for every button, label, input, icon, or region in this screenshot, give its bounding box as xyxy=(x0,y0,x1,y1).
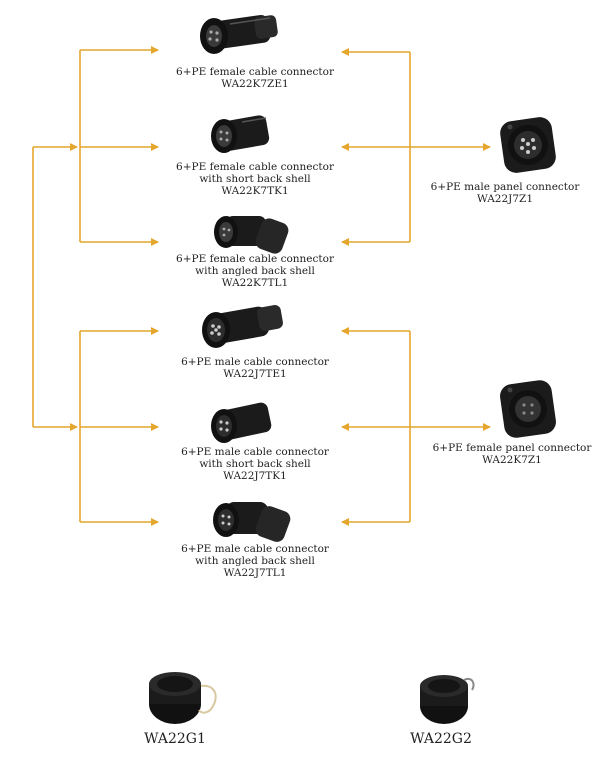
n5-line-2: with short back shell xyxy=(199,458,311,470)
male-panel-connector-icon xyxy=(500,117,556,173)
n4-line-2: WA22J7TE1 xyxy=(223,368,287,380)
node-label-p1: 6+PE male panel connector WA22J7Z1 xyxy=(420,181,590,205)
p2-line-2: WA22K7Z1 xyxy=(482,454,542,466)
angled-female-connector-icon xyxy=(214,216,289,254)
n5-line-3: WA22J7TK1 xyxy=(223,470,287,482)
n1-line-2: WA22K7ZE1 xyxy=(221,78,289,90)
n2-line-2: with short back shell xyxy=(199,173,311,185)
cap-label-g1: WA22G1 xyxy=(144,731,206,747)
n4-line-1: 6+PE male cable connector xyxy=(181,356,329,368)
female-panel-connector-icon xyxy=(500,380,556,438)
cable-cap-icon xyxy=(149,672,217,724)
n3-line-3: WA22K7TL1 xyxy=(221,277,289,289)
n1-line-1: 6+PE female cable connector xyxy=(176,66,334,78)
short-female-connector-icon xyxy=(211,115,270,153)
n6-line-2: with angled back shell xyxy=(195,555,315,567)
node-label-n1: 6+PE female cable connector WA22K7ZE1 xyxy=(170,66,340,90)
node-label-n4: 6+PE male cable connector WA22J7TE1 xyxy=(170,356,340,380)
p1-line-1: 6+PE male panel connector xyxy=(430,181,580,193)
node-label-n5: 6+PE male cable connector with short bac… xyxy=(170,446,340,482)
n3-line-2: with angled back shell xyxy=(195,265,315,277)
p1-line-2: WA22J7Z1 xyxy=(476,193,534,205)
n6-line-3: WA22J7TL1 xyxy=(223,567,287,579)
n2-line-3: WA22K7TK1 xyxy=(221,185,289,197)
node-label-n3: 6+PE female cable connector with angled … xyxy=(170,253,340,289)
node-label-n6: 6+PE male cable connector with angled ba… xyxy=(170,543,340,579)
straight-female-connector-icon xyxy=(200,14,278,54)
n3-line-1: 6+PE female cable connector xyxy=(176,253,334,265)
angled-male-connector-icon xyxy=(213,502,291,542)
short-male-connector-icon xyxy=(211,402,272,443)
straight-male-connector-icon xyxy=(202,305,283,348)
n6-line-1: 6+PE male cable connector xyxy=(181,543,329,555)
cap-label-g2: WA22G2 xyxy=(410,731,472,747)
panel-cap-icon xyxy=(420,675,475,724)
node-label-n2: 6+PE female cable connector with short b… xyxy=(170,161,340,197)
n5-line-1: 6+PE male cable connector xyxy=(181,446,329,458)
node-label-p2: 6+PE female panel connector WA22K7Z1 xyxy=(424,442,600,466)
n2-line-1: 6+PE female cable connector xyxy=(176,161,334,173)
p2-line-1: 6+PE female panel connector xyxy=(432,442,592,454)
